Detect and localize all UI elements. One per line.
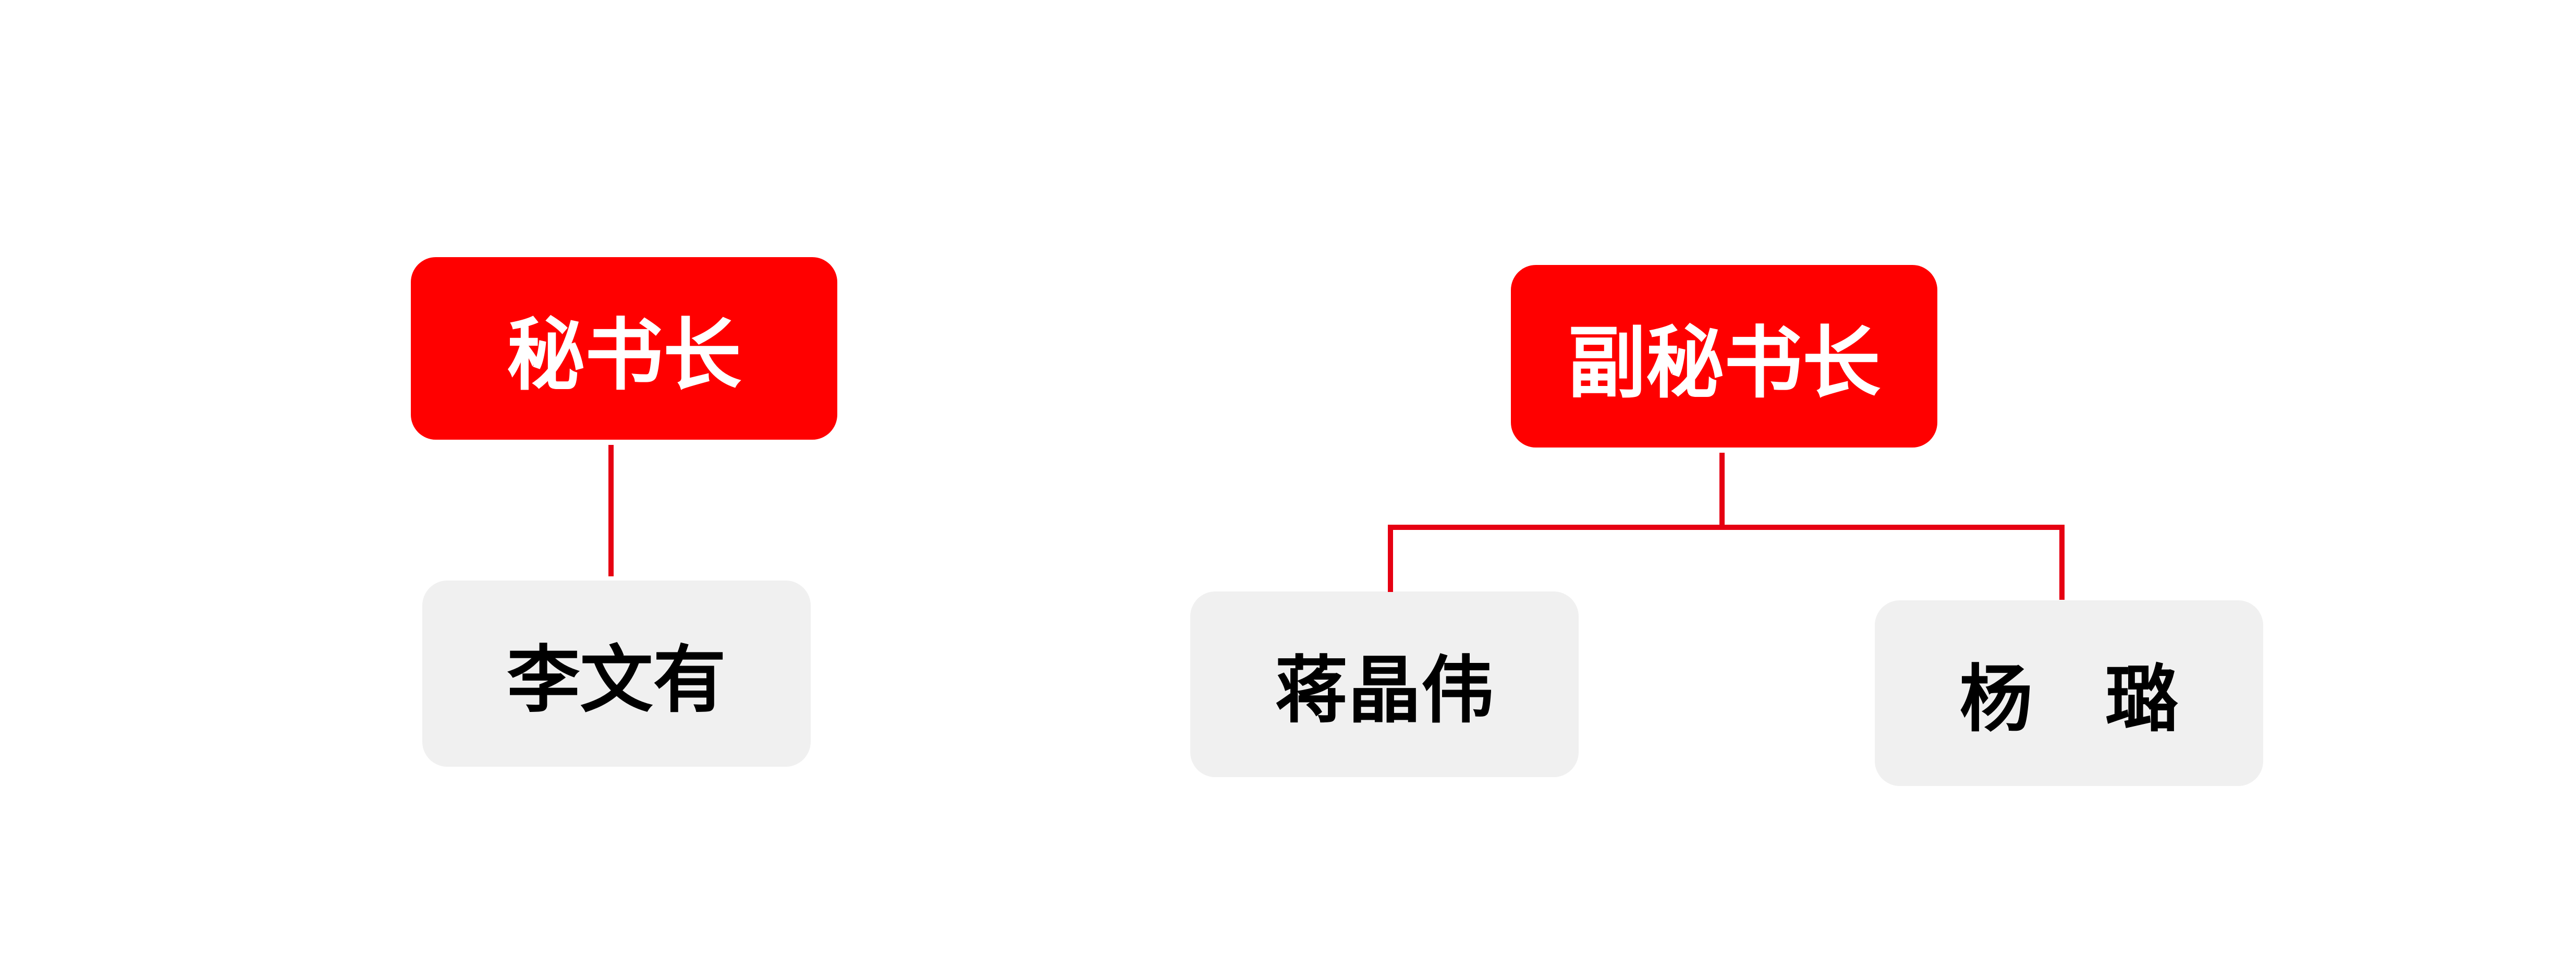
member-name: 李文有 [507,637,726,723]
member-box-li-wenyou: 李文有 [422,581,811,767]
member-name: 蒋晶伟 [1275,648,1494,733]
member-box-yang-lu: 杨 璐 [1875,600,2263,786]
secretary-general-box: 秘书长 [411,257,837,440]
secretary-general-title: 秘书长 [506,309,741,401]
member-name: 杨 璐 [1959,657,2179,742]
deputy-secretary-general-box: 副秘书长 [1511,265,1937,448]
deputy-secretary-general-title: 副秘书长 [1567,317,1881,409]
member-box-jiang-jingwei: 蒋晶伟 [1190,591,1579,777]
